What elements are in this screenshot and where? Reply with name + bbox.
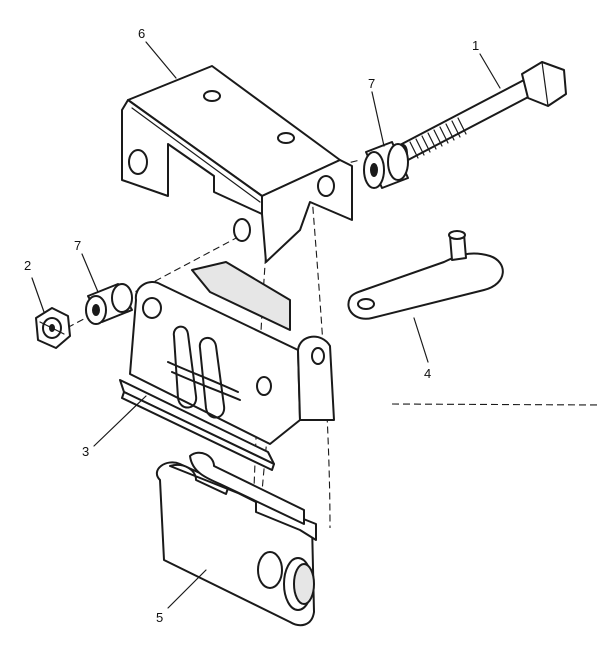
- caliper-bracket: [119, 261, 335, 471]
- leader-lines: [31, 41, 501, 609]
- spring-clip: [167, 325, 241, 419]
- spacer-upper: [363, 141, 409, 189]
- callout-3: 3: [82, 444, 89, 459]
- lever-arm: [347, 230, 504, 320]
- callout-7-upper: 7: [368, 76, 375, 91]
- callout-4: 4: [424, 366, 431, 381]
- nut: [35, 307, 71, 349]
- brake-pad: [155, 451, 317, 627]
- spacer-lower: [85, 283, 133, 325]
- callout-7-lower: 7: [74, 238, 81, 253]
- callout-1: 1: [472, 38, 479, 53]
- bolt: [397, 61, 567, 162]
- callout-5: 5: [156, 610, 163, 625]
- callouts: 1 2 3 4 5 6 7 7: [24, 26, 479, 625]
- callout-2: 2: [24, 258, 31, 273]
- callout-6: 6: [138, 26, 145, 41]
- bolt-threads: [409, 117, 467, 159]
- mounting-bracket: [121, 65, 353, 263]
